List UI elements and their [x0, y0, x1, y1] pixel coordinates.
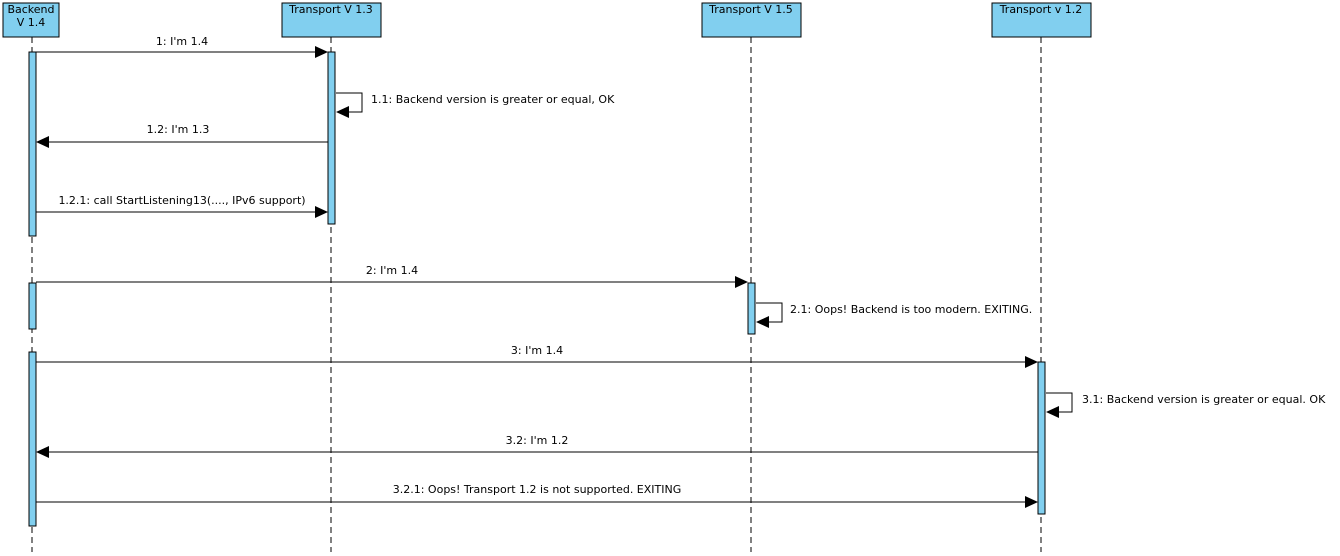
message-1-2-label: 1.2: I'm 1.3 [147, 123, 210, 136]
message-3: 3: I'm 1.4 [36, 344, 1038, 368]
message-1-1: 1.1: Backend version is greater or equal… [336, 92, 615, 118]
participant-transport-1-2-label: Transport v 1.2 [999, 3, 1083, 16]
message-3-2-label: 3.2: I'm 1.2 [506, 434, 569, 447]
activation-transport-1-3 [327, 51, 336, 225]
arrowhead [756, 316, 769, 328]
message-3-1: 3.1: Backend version is greater or equal… [1046, 392, 1326, 418]
message-2-1: 2.1: Oops! Backend is too modern. EXITIN… [756, 302, 1032, 328]
message-2-1-label: 2.1: Oops! Backend is too modern. EXITIN… [790, 303, 1032, 316]
arrowhead [315, 206, 328, 218]
message-1-2-1: 1.2.1: call StartListening13(...., IPv6 … [36, 194, 328, 218]
message-1-2-1-label: 1.2.1: call StartListening13(...., IPv6 … [58, 194, 305, 207]
participant-backend-label-line2: V 1.4 [17, 16, 46, 29]
message-3-2-1-label: 3.2.1: Oops! Transport 1.2 is not suppor… [393, 483, 682, 496]
message-1-2: 1.2: I'm 1.3 [36, 123, 328, 148]
message-3-2: 3.2: I'm 1.2 [36, 434, 1038, 458]
message-1-label: 1: I'm 1.4 [156, 35, 208, 48]
message-3-2-1: 3.2.1: Oops! Transport 1.2 is not suppor… [36, 483, 1038, 508]
message-3-label: 3: I'm 1.4 [511, 344, 563, 357]
arrowhead [336, 106, 349, 118]
activation-transport-1-5 [747, 282, 756, 335]
participant-backend-label-line1: Backend [7, 3, 54, 16]
participant-transport-1-2: Transport v 1.2 [991, 2, 1092, 38]
activation-backend-1 [28, 51, 37, 237]
participant-transport-1-3: Transport V 1.3 [281, 2, 382, 38]
arrowhead [36, 446, 49, 458]
message-1: 1: I'm 1.4 [36, 35, 328, 58]
message-2: 2: I'm 1.4 [36, 264, 748, 288]
message-2-label: 2: I'm 1.4 [366, 264, 418, 277]
activation-backend-3 [28, 351, 37, 527]
arrowhead [315, 46, 328, 58]
participant-backend: Backend V 1.4 [2, 2, 60, 38]
participant-transport-1-5: Transport V 1.5 [701, 2, 802, 38]
arrowhead [1025, 356, 1038, 368]
participant-transport-1-5-label: Transport V 1.5 [708, 3, 793, 16]
activation-transport-1-2 [1037, 361, 1046, 515]
arrowhead [1025, 496, 1038, 508]
arrowhead [36, 136, 49, 148]
message-3-1-label: 3.1: Backend version is greater or equal… [1082, 393, 1326, 406]
arrowhead [735, 276, 748, 288]
participant-transport-1-3-label: Transport V 1.3 [288, 3, 373, 16]
arrowhead [1046, 406, 1059, 418]
activation-backend-2 [28, 282, 37, 330]
message-1-1-label: 1.1: Backend version is greater or equal… [371, 93, 615, 106]
